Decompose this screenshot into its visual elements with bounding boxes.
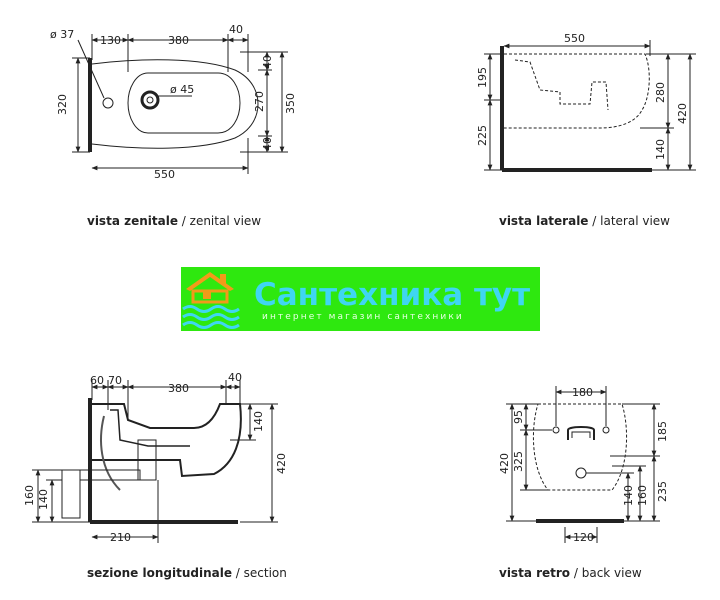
section-dims: 60 70 380 40 140 420 160 140 210 [23, 371, 288, 544]
dim-right-b: 270 [253, 91, 266, 112]
dim-right-lower: 140 [654, 139, 667, 160]
dim-top-c: 380 [168, 382, 189, 395]
dim-right-upper: 280 [654, 82, 667, 103]
dim-left-total: 420 [498, 453, 511, 474]
dim-top-a: 60 [90, 374, 104, 387]
inner-bowl [110, 409, 190, 447]
dim-top-a: 130 [100, 34, 121, 47]
dim-top-d: 40 [228, 371, 242, 384]
lateral-view-drawing [484, 40, 696, 172]
caption-back: vista retro / back view [499, 566, 642, 580]
bidet-section-outline [92, 403, 242, 478]
drain-outer [140, 90, 160, 110]
caption-zenital: vista zenitale / zenital view [87, 214, 261, 228]
bowl-outline [127, 72, 241, 134]
dim-left-lower: 325 [512, 451, 525, 472]
section-drawing [32, 380, 278, 543]
dim-top: 550 [564, 32, 585, 45]
back-view-drawing [506, 386, 660, 543]
back-view-dims: 180 420 95 325 185 235 140 160 120 [498, 386, 669, 544]
dim-right-c: 160 [636, 485, 649, 506]
dim-hole-big: ø 45 [170, 83, 194, 96]
dim-bottom: 120 [573, 531, 594, 544]
bidet-side-outline [504, 53, 650, 129]
dim-top-b: 70 [108, 374, 122, 387]
dim-left-a: 160 [23, 485, 36, 506]
caption-lateral: vista laterale / lateral view [499, 214, 670, 228]
dim-left-b: 140 [37, 489, 50, 510]
dim-right-lower: 235 [656, 481, 669, 502]
water-waves-icon [182, 305, 240, 329]
dim-right-a: 40 [261, 55, 274, 69]
fixing-hole-left [552, 426, 560, 434]
dim-bottom: 210 [110, 531, 131, 544]
dim-left-total: 320 [56, 94, 69, 115]
dim-left-upper: 195 [476, 67, 489, 88]
dim-right-total: 350 [284, 93, 297, 114]
back-inlet [567, 426, 595, 440]
dim-left-upper: 95 [512, 410, 525, 424]
watermark-title: Сантехника тут [254, 277, 530, 313]
drain-outlet [575, 467, 587, 479]
dim-left-lower: 225 [476, 125, 489, 146]
zenital-view-drawing [72, 34, 288, 174]
trap-fitting [137, 439, 157, 481]
water-pipe [100, 415, 121, 491]
dim-right-b: 140 [622, 485, 635, 506]
dim-right-upper: 185 [656, 421, 669, 442]
caption-section: sezione longitudinale / section [87, 566, 287, 580]
watermark-logo: Сантехника тут интернет магазин сантехни… [181, 267, 540, 331]
dim-top-c: 40 [229, 23, 243, 36]
dim-right-c: 40 [261, 137, 274, 151]
waste-pipe [61, 469, 141, 519]
tap-hole [102, 97, 114, 109]
back-inlet-inner [571, 431, 591, 438]
drain-inner [146, 96, 154, 104]
dim-top-b: 380 [168, 34, 189, 47]
watermark-subtitle: интернет магазин сантехники [262, 312, 464, 322]
zenital-view-dims: ø 37 130 380 40 ø 45 320 40 270 40 350 5… [50, 23, 297, 181]
dim-right-total: 420 [676, 103, 689, 124]
dim-top: 180 [572, 386, 593, 399]
lateral-view-dims: 550 195 225 280 140 420 [476, 32, 689, 160]
dim-bottom: 550 [154, 168, 175, 181]
fixing-hole-right [602, 426, 610, 434]
dim-right-upper: 140 [252, 411, 265, 432]
watermark-background [181, 267, 540, 331]
bidet-back-outline [532, 403, 628, 491]
dim-hole-small: ø 37 [50, 28, 74, 41]
dim-right-total: 420 [275, 453, 288, 474]
bowl-section-hidden [514, 59, 609, 111]
house-icon [186, 272, 234, 304]
bidet-top-outline [91, 59, 259, 149]
